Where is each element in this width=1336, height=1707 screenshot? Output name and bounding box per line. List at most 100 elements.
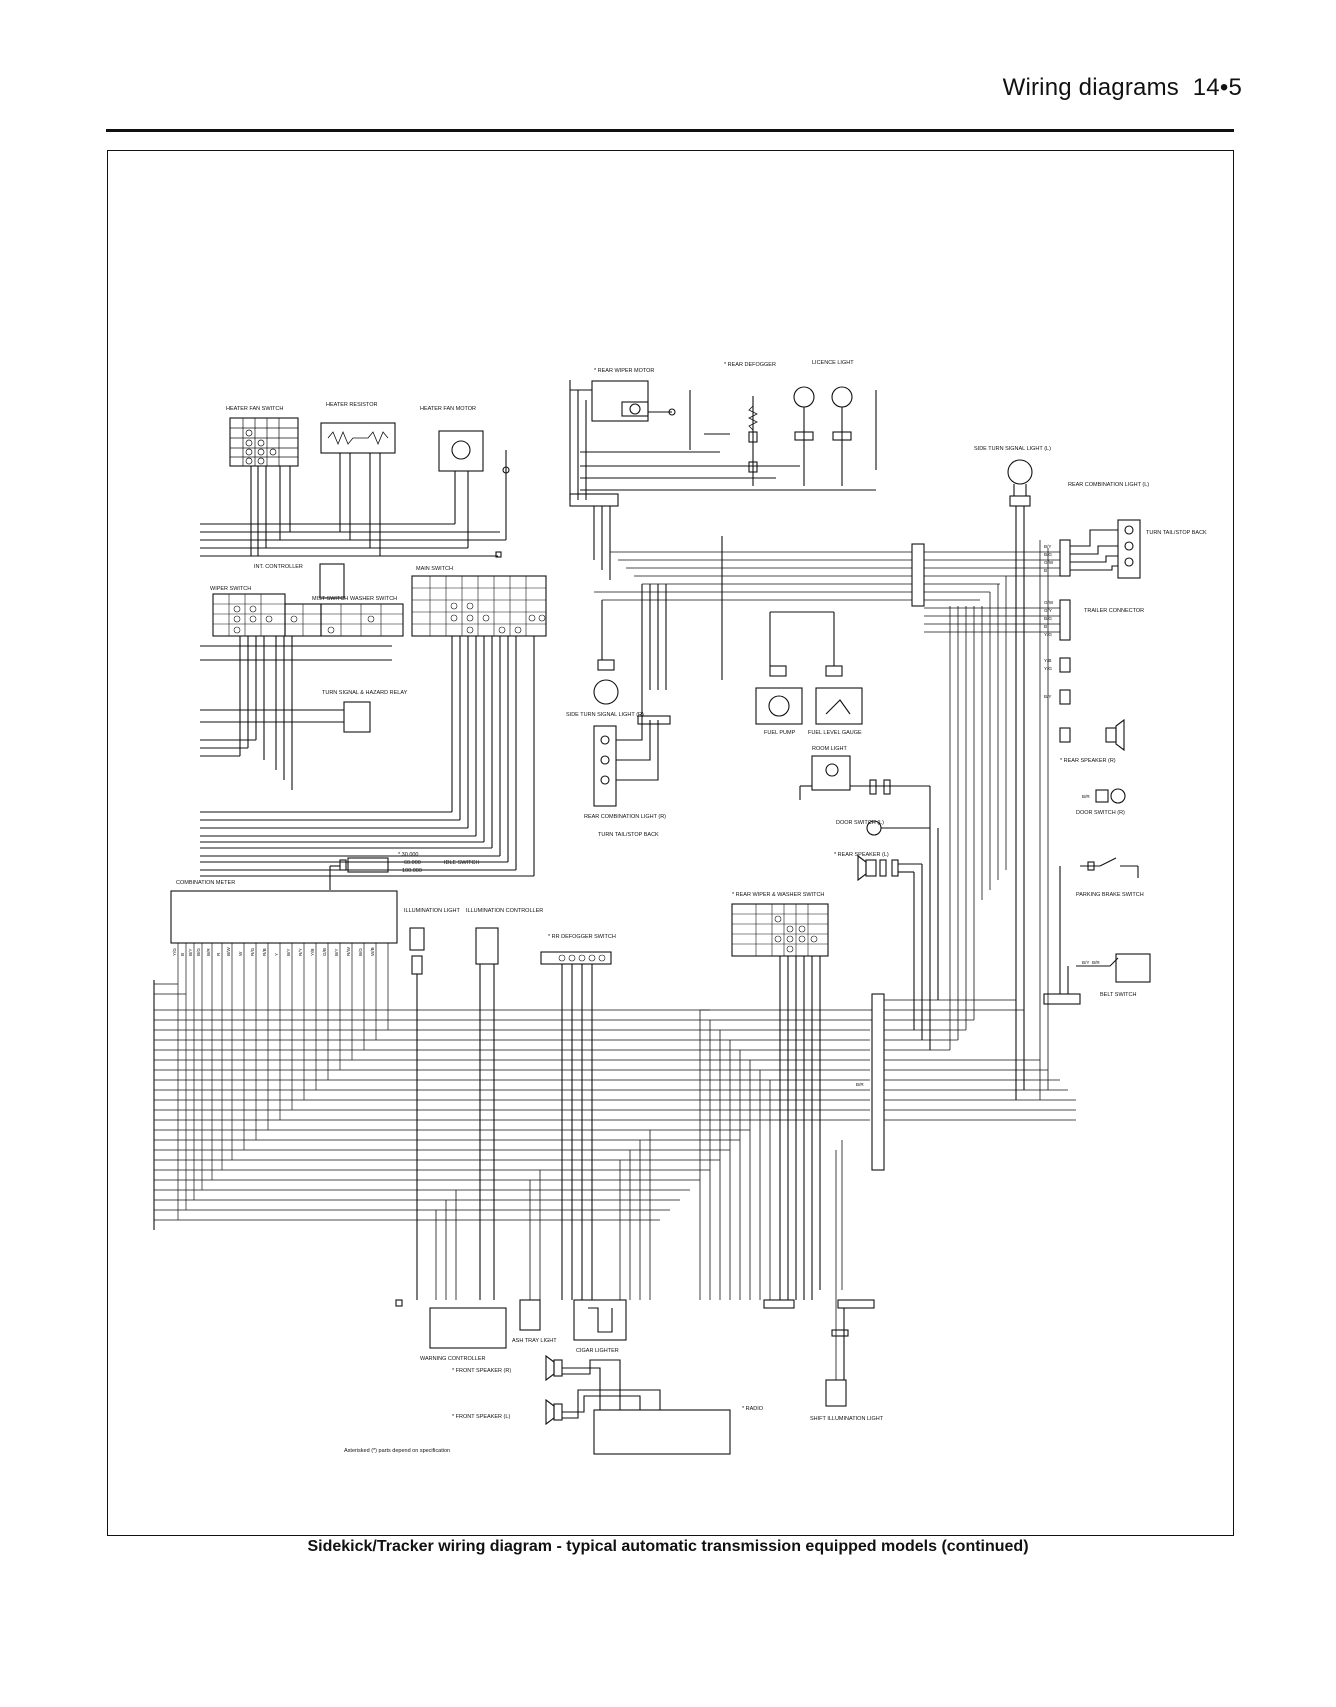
label-cigar-lighter: CIGAR LIGHTER	[576, 1348, 619, 1354]
wire-label: B	[1044, 624, 1047, 629]
wire-label: B/Y	[1082, 960, 1089, 965]
label-shift-illumination-light: SHIFT ILLUMINATION LIGHT	[810, 1416, 884, 1422]
fuel-pump	[755, 687, 803, 725]
label-rear-speaker-l: * REAR SPEAKER (L)	[834, 852, 889, 858]
wire-label: G/W	[1044, 560, 1054, 565]
illumination-light	[409, 927, 425, 951]
label-heater-resistor: HEATER RESISTOR	[326, 402, 377, 408]
label-wiper-switch: WIPER SWITCH	[210, 586, 251, 592]
header-rule	[106, 129, 1234, 132]
meter-wire-code: W/B	[370, 947, 375, 956]
wiper-switch	[212, 593, 286, 637]
rear-wiper-motor	[591, 380, 649, 422]
meter-wire-code: B/Y	[188, 949, 193, 956]
label-rear-combination-light-l: REAR COMBINATION LIGHT (L)	[1068, 482, 1149, 488]
wire-label: B/Y	[1044, 544, 1051, 549]
radio	[593, 1409, 731, 1455]
meter-wire-code: B/W	[226, 947, 231, 956]
rr-defogger-switch	[540, 951, 612, 965]
label-turn-hazard-relay: TURN SIGNAL & HAZARD RELAY	[322, 690, 408, 696]
room-light	[811, 755, 851, 791]
wire-label: B/R	[1082, 794, 1090, 799]
label-illumination-light: ILLUMINATION LIGHT	[404, 908, 460, 914]
label-licence-light: LICENCE LIGHT	[812, 360, 854, 366]
meter-wire-code: B/R	[206, 948, 211, 956]
label-rear-speaker-r: * REAR SPEAKER (R)	[1060, 758, 1116, 764]
label-mist-switch: MIST SWITCH	[312, 596, 348, 602]
label-fuel-level-gauge: FUEL LEVEL GAUGE	[808, 730, 862, 736]
turn-hazard-relay	[343, 701, 371, 733]
label-belt-switch: BELT SWITCH	[1100, 992, 1136, 998]
rear-speaker-r	[1105, 727, 1117, 743]
label-turn-tail-stop-back-l: TURN TAIL/STOP BACK	[1146, 530, 1207, 536]
int-controller	[319, 563, 345, 599]
front-speaker-r	[553, 1359, 563, 1377]
meter-wire-code: R	[216, 952, 221, 956]
label-combination-meter: COMBINATION METER	[176, 880, 235, 886]
meter-wire-code: R/Y	[298, 948, 303, 956]
header-title: Wiring diagrams	[1002, 74, 1179, 101]
label-door-switch-r: DOOR SWITCH (R)	[1076, 810, 1125, 816]
label-int-controller: INT. CONTROLLER	[254, 564, 303, 570]
label-trailer-connector: TRAILER CONNECTOR	[1084, 608, 1144, 614]
label-heater-fan-switch: HEATER FAN SWITCH	[226, 406, 283, 412]
licence-light-right	[831, 386, 853, 408]
meter-wire-code: B/Y	[334, 949, 339, 956]
diagram-frame	[107, 150, 1234, 1536]
meter-wire-code: Y/G	[172, 948, 177, 956]
label-idle-value-3: 100.000	[402, 868, 422, 874]
label-idle-value-2: 60.000	[404, 860, 421, 866]
heater-resistor	[320, 422, 396, 454]
wire-label: B	[1044, 568, 1047, 573]
meter-wire-code: Y	[274, 953, 279, 956]
wire-label: B/R	[1092, 960, 1100, 965]
heater-fan-motor	[438, 430, 484, 472]
harness-connector-upper	[911, 543, 925, 607]
wire-label: Y/G	[1044, 666, 1052, 671]
cigar-lighter	[573, 1299, 627, 1341]
meter-wire-code: B/G	[196, 948, 201, 956]
shift-illumination-light	[825, 1379, 847, 1407]
fuel-level-gauge	[815, 687, 863, 725]
wire-label: B/G	[1044, 616, 1052, 621]
meter-wire-code: B/Y	[286, 949, 291, 956]
side-turn-signal-light-l	[1007, 459, 1033, 485]
label-side-turn-signal-light-l: SIDE TURN SIGNAL LIGHT (L)	[974, 446, 1051, 452]
illumination-controller	[475, 927, 499, 965]
header-page-number: 14•5	[1192, 74, 1242, 101]
rear-combination-light-l	[1117, 519, 1141, 579]
label-rear-combination-light-r: REAR COMBINATION LIGHT (R)	[584, 814, 666, 820]
meter-wire-code: R/B	[262, 948, 267, 956]
label-rr-defogger-switch: * RR DEFOGGER SWITCH	[548, 934, 616, 940]
label-rear-defogger: * REAR DEFOGGER	[724, 362, 776, 368]
heater-fan-switch	[229, 417, 299, 467]
wire-label: G/Y	[1044, 608, 1052, 613]
harness-connector-lower	[871, 993, 885, 1171]
trailer-connector	[1059, 599, 1071, 641]
side-turn-signal-light-r	[593, 679, 619, 705]
label-side-turn-signal-light-r: SIDE TURN SIGNAL LIGHT (R)	[566, 712, 644, 718]
label-front-speaker-r: * FRONT SPEAKER (R)	[452, 1368, 511, 1374]
wire-label: Y/B	[1044, 658, 1051, 663]
label-rear-wiper-washer-switch: * REAR WIPER & WASHER SWITCH	[732, 892, 824, 898]
label-main-switch: MAIN SWITCH	[416, 566, 453, 572]
wire-label: G/W	[1044, 600, 1054, 605]
rear-wiper-washer-switch	[731, 903, 829, 957]
label-illumination-controller: ILLUMINATION CONTROLLER	[466, 908, 543, 914]
meter-wire-code: R/W	[346, 946, 351, 956]
front-speaker-l	[553, 1403, 563, 1421]
label-parking-brake-switch: PARKING BRAKE SWITCH	[1076, 892, 1144, 898]
page-header: Wiring diagrams 14•5	[1003, 74, 1242, 102]
meter-wire-code: G/B	[322, 948, 327, 956]
door-switch-r	[1110, 788, 1126, 804]
wire-label: B/G	[1044, 552, 1052, 557]
label-rear-wiper-motor: * REAR WIPER MOTOR	[594, 368, 654, 374]
label-idle-value-1: * 30.000	[398, 852, 419, 858]
label-idle-switch: IDLE SWITCH	[444, 860, 479, 866]
label-radio: * RADIO	[742, 1406, 764, 1412]
label-fuel-pump: FUEL PUMP	[764, 730, 796, 736]
ash-tray-light	[519, 1299, 541, 1331]
main-switch	[411, 575, 547, 637]
